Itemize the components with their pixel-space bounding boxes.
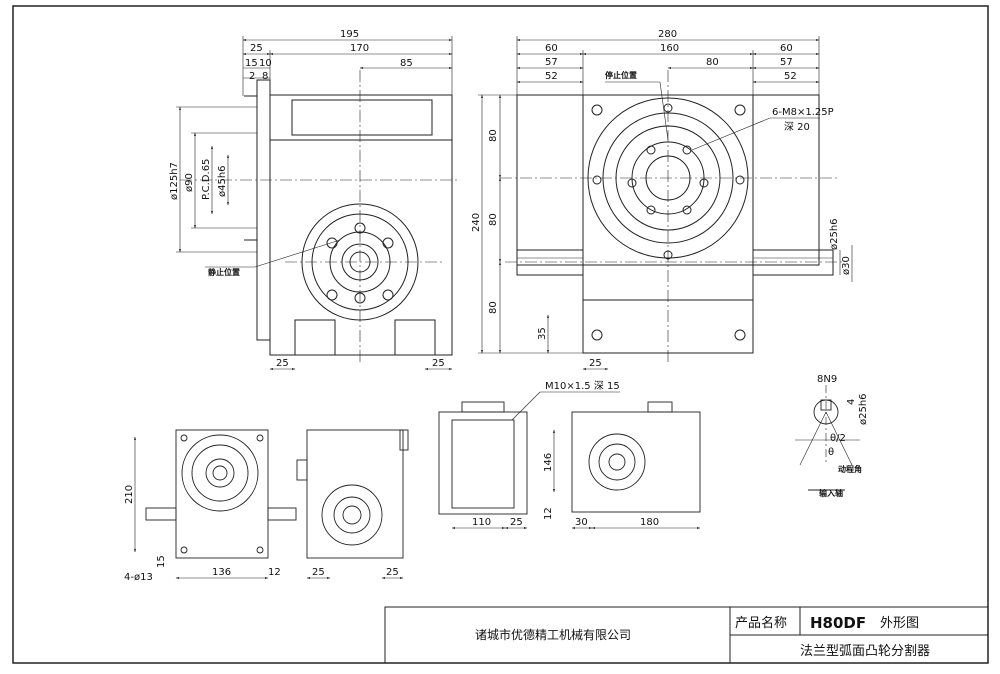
- dim-flange: ø125h7: [169, 162, 180, 200]
- dim-15: 15: [245, 58, 258, 69]
- dim-v80-top: 80: [488, 129, 499, 142]
- dim-110: 110: [472, 517, 491, 528]
- dim-60-right: 60: [780, 43, 793, 54]
- dim-v80-bottom: 80: [488, 301, 499, 314]
- product-name-label: 产品名称: [735, 615, 787, 631]
- company-name: 诸城市优德精工机械有限公司: [475, 627, 631, 642]
- dim-57-right: 57: [780, 57, 793, 68]
- dim-60-left: 60: [545, 43, 558, 54]
- m10-note: M10×1.5 深 15: [545, 380, 620, 392]
- dim-57-left: 57: [545, 57, 558, 68]
- depth-note: 深 20: [784, 121, 810, 133]
- key-depth: 4: [846, 399, 857, 405]
- dim-shaft-30: ø30: [841, 256, 852, 275]
- small-views: [133, 391, 701, 580]
- dim-12b: 12: [543, 507, 554, 520]
- dim-30: 30: [575, 517, 588, 528]
- side-view: [176, 36, 460, 371]
- dim-bottom-right: 25: [432, 358, 445, 369]
- drive-angle-label: 动程角: [838, 464, 862, 474]
- dim-v35: 35: [537, 327, 548, 340]
- dim-85: 85: [400, 58, 413, 69]
- front-view-labels: 280 60 160 60 57 57 52 52 80 停止位置 6-M8×1…: [471, 29, 852, 369]
- front-view: [478, 36, 853, 371]
- input-shaft-label: 输入轴: [819, 488, 843, 498]
- dim-210: 210: [124, 485, 135, 504]
- dim-195: 195: [340, 29, 359, 40]
- dim-52-left: 52: [545, 71, 558, 82]
- dim-v240: 240: [471, 213, 482, 232]
- dim-52-right: 52: [784, 71, 797, 82]
- dim-shaft: ø45h6: [217, 165, 228, 197]
- small-view-labels: 210 136 12 4-ø13 15 25 25 M10×1.5 深 15 1…: [124, 380, 659, 583]
- dim-b25: 25: [589, 358, 602, 369]
- stop-position-label: 静止位置: [208, 267, 240, 277]
- dim-25a: 25: [312, 567, 325, 578]
- dim-v80-mid: 80: [488, 213, 499, 226]
- dim-holes: 4-ø13: [124, 572, 153, 583]
- model-number: H80DF: [810, 614, 866, 632]
- keyway-labels: 8N9 4 ø25h6 θ/2 θ 动程角 输入轴: [817, 374, 869, 498]
- dim-25c: 25: [510, 517, 523, 528]
- dim-12: 12: [268, 567, 281, 578]
- dim-8: 8: [262, 71, 268, 82]
- angle-full: θ: [828, 447, 834, 458]
- key-8n9: 8N9: [817, 374, 837, 385]
- dim-25: 25: [250, 43, 263, 54]
- dim-280: 280: [658, 29, 677, 40]
- dim-180: 180: [640, 517, 659, 528]
- dim-2: 2: [249, 71, 255, 82]
- dim-170: 170: [350, 43, 369, 54]
- stop-position-label-front: 停止位置: [605, 70, 637, 80]
- dim-pcd: P.C.D.65: [201, 159, 212, 200]
- dim-10: 10: [259, 58, 272, 69]
- angle-half: θ/2: [830, 433, 846, 444]
- drawing-type: 外形图: [880, 616, 919, 631]
- dim-bore: ø90: [184, 173, 195, 192]
- side-view-labels: 195 25 170 85 15 10 2 8 ø125h7 ø90 P.C.D…: [169, 29, 445, 369]
- keyway-detail: [795, 385, 860, 491]
- title-block: [384, 606, 989, 664]
- dim-80-top: 80: [706, 57, 719, 68]
- thread-note: 6-M8×1.25P: [772, 107, 834, 118]
- product-description: 法兰型弧面凸轮分割器: [800, 643, 930, 659]
- dim-bottom-left: 25: [276, 358, 289, 369]
- dim-136: 136: [212, 567, 231, 578]
- key-shaft: ø25h6: [858, 393, 869, 425]
- dim-160: 160: [660, 43, 679, 54]
- dim-shaft-25: ø25h6: [829, 218, 840, 250]
- dim-25b: 25: [386, 567, 399, 578]
- dim-146: 146: [543, 453, 554, 472]
- dim-15-small: 15: [156, 555, 167, 568]
